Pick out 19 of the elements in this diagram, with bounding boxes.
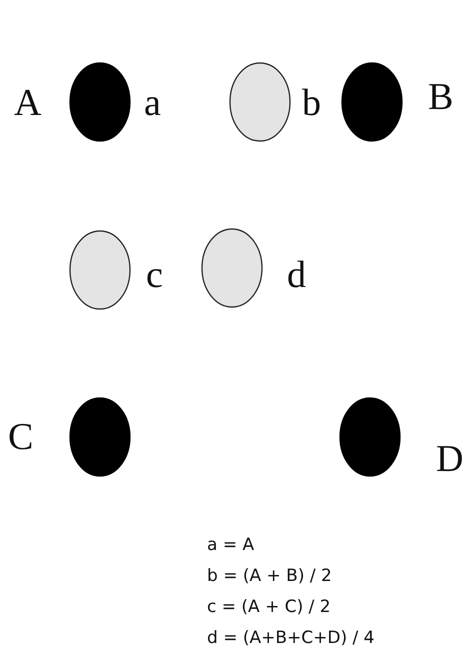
hollow-oval [69, 230, 131, 310]
formula-text: b = (A + B) / 2 [207, 568, 332, 585]
filled-oval [339, 397, 401, 477]
filled-oval [69, 397, 131, 477]
filled-oval [341, 62, 403, 142]
point-letter: C [8, 418, 34, 456]
point-letter: a [144, 84, 161, 122]
hollow-oval [229, 62, 291, 142]
formula-text: d = (A+B+C+D) / 4 [207, 630, 374, 647]
formula-text: c = (A + C) / 2 [207, 599, 331, 616]
point-letter: d [287, 256, 306, 294]
formula-text: a = A [207, 537, 254, 554]
hollow-oval [201, 228, 263, 308]
point-letter: A [14, 84, 42, 122]
point-letter: c [146, 256, 163, 294]
point-letter: b [302, 84, 321, 122]
point-letter: B [428, 78, 454, 116]
filled-oval [69, 62, 131, 142]
point-letter: D [436, 440, 464, 478]
